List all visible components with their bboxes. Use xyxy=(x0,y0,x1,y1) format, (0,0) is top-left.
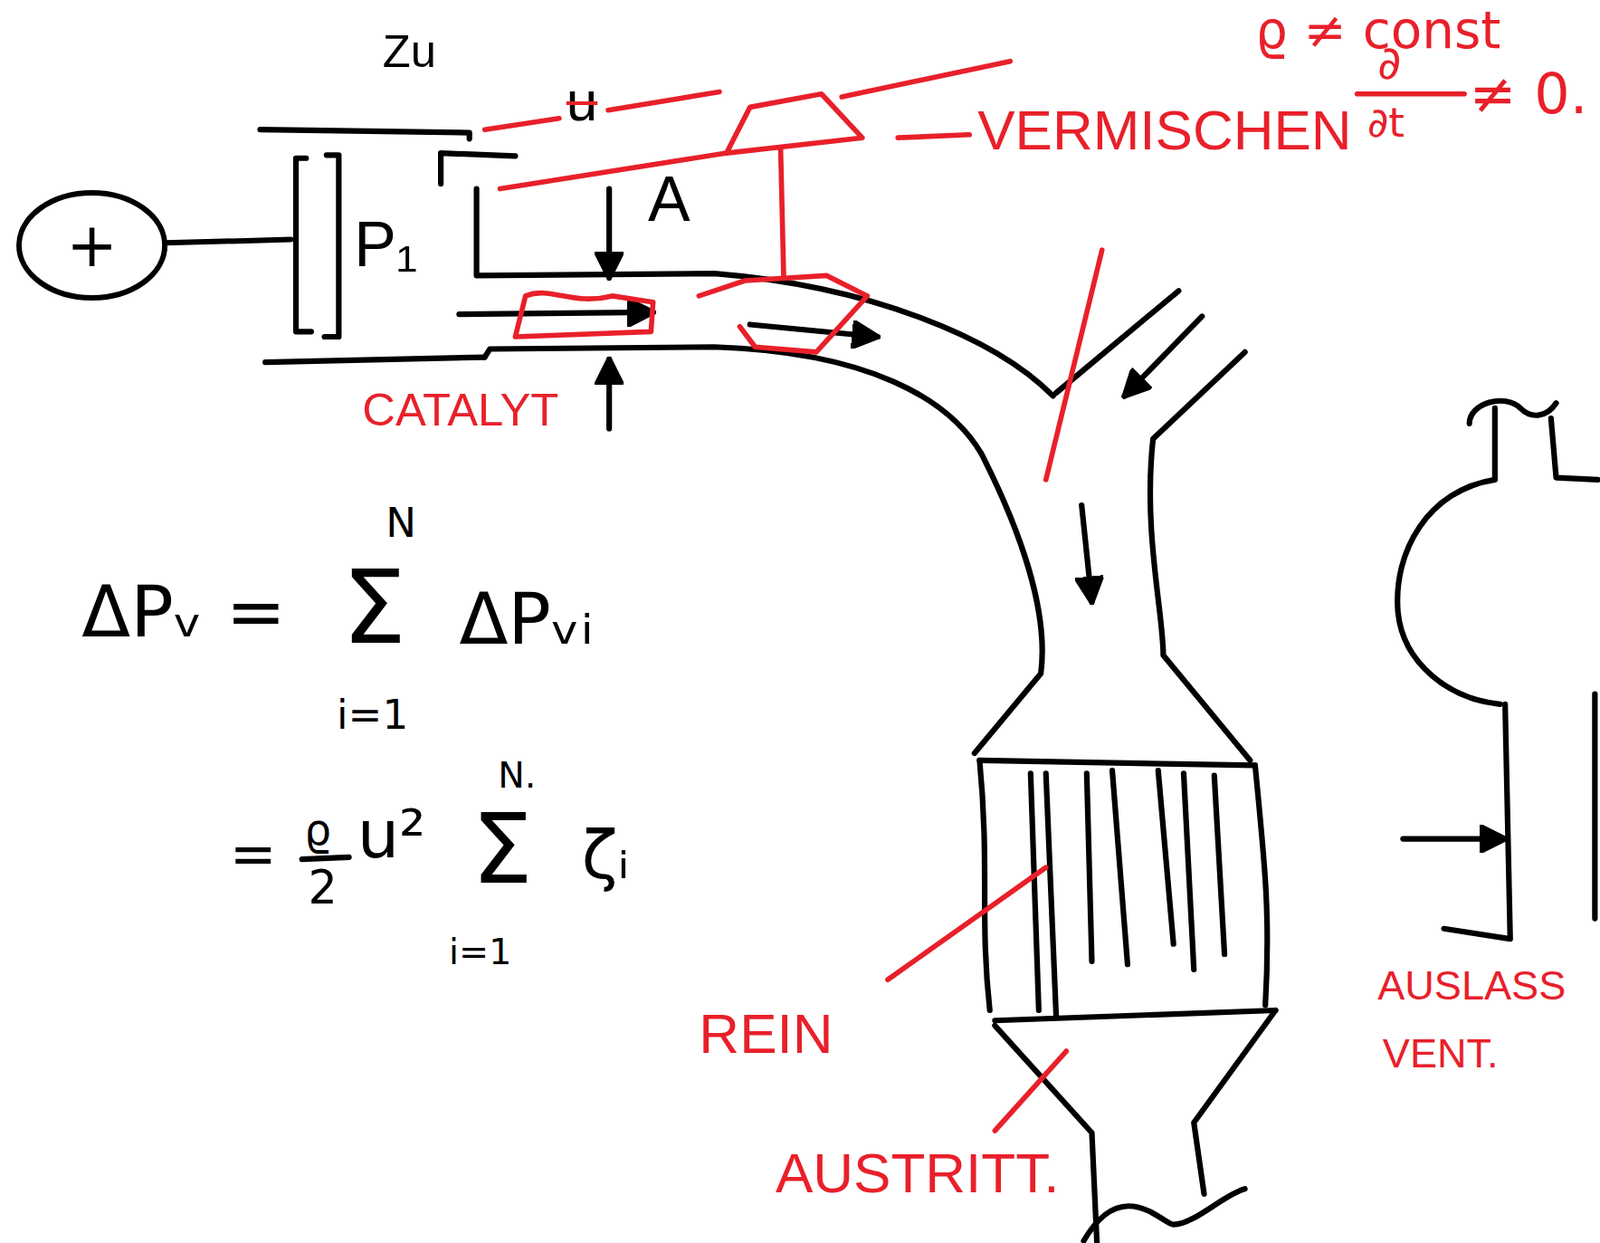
math-term: ΔPᵥ = xyxy=(81,576,286,648)
section-line xyxy=(1046,249,1103,480)
leader-line xyxy=(887,866,1047,980)
math-term: N. xyxy=(497,757,536,793)
math-term: i=1 xyxy=(448,933,512,970)
cylinder-wall xyxy=(260,129,470,139)
exhaust-pipe xyxy=(485,346,1043,753)
flow-arrow xyxy=(1402,836,1505,842)
math-term: N xyxy=(385,502,417,543)
variable-label: Zu xyxy=(382,28,437,76)
part-label: AUSTRITT. xyxy=(775,1144,1059,1201)
catalyst-channel xyxy=(1183,772,1194,969)
area-label: A xyxy=(647,168,691,232)
node-text: P₁ xyxy=(353,213,418,277)
valve-figure xyxy=(1443,694,1595,940)
part-label: CATALYT xyxy=(361,387,559,434)
circle-outline xyxy=(19,192,165,298)
leader-line xyxy=(994,1050,1067,1131)
flow-arrow xyxy=(606,359,612,429)
struck-variable: u xyxy=(566,73,598,130)
math-term: ∂t xyxy=(1367,102,1405,143)
part-label: AUSLASS xyxy=(1377,964,1566,1006)
annotation-line xyxy=(500,61,1011,190)
catalyst-channel xyxy=(1086,772,1093,961)
catalyst-body xyxy=(1255,764,1267,1005)
math-symbol: Σ xyxy=(342,556,407,659)
cylinder-chamber: P₁ xyxy=(290,152,475,337)
piston-symbol xyxy=(324,154,340,337)
fraction-bar xyxy=(1357,91,1465,97)
outlet-cone xyxy=(994,1025,1097,1243)
math-term: 2 xyxy=(308,865,338,912)
node-text: + xyxy=(66,214,118,277)
wire-connector xyxy=(164,239,291,244)
math-term: ≠ 0. xyxy=(1469,66,1589,123)
catalyst-channel xyxy=(1112,770,1128,964)
math-symbol: Σ xyxy=(471,800,534,898)
valve-figure xyxy=(1397,479,1500,705)
mixing-zone xyxy=(698,275,867,353)
math-term: u² xyxy=(357,800,427,867)
math-term: ϱ xyxy=(304,808,332,851)
math-term: = xyxy=(229,826,277,883)
flow-arrow xyxy=(1081,504,1092,602)
catalyst-body xyxy=(979,760,990,1010)
branch-pipe xyxy=(1150,352,1250,761)
catalyst-channel xyxy=(1158,770,1174,944)
catalyst-channel xyxy=(1046,772,1057,1015)
valve-symbol xyxy=(440,152,515,184)
note-label: VERMISCHEN xyxy=(977,102,1352,159)
math-term: ΔPᵥᵢ xyxy=(458,583,594,656)
flow-arrow xyxy=(750,323,878,337)
fraction-bar xyxy=(302,857,350,859)
catalyst-channel xyxy=(1030,772,1039,1010)
branch-pipe xyxy=(1056,290,1179,393)
catalyst-channel xyxy=(1214,775,1225,954)
outlet-pipe xyxy=(1083,1188,1245,1240)
part-label: REIN xyxy=(698,1005,833,1062)
annotation-line xyxy=(485,91,720,130)
math-term: ∂ xyxy=(1377,40,1401,87)
flow-arrow xyxy=(458,312,653,315)
mixing-zone xyxy=(726,94,863,277)
valve-figure xyxy=(1469,400,1557,424)
catalyst-body xyxy=(979,760,1255,766)
part-label: VENT. xyxy=(1382,1032,1499,1074)
math-term: ζᵢ xyxy=(581,821,630,888)
leader-line xyxy=(897,134,970,138)
math-term: i=1 xyxy=(336,694,409,735)
catalyst-zone xyxy=(514,293,653,337)
valve-figure xyxy=(1495,408,1599,480)
terminal-circle: + xyxy=(15,189,169,302)
outlet-cone xyxy=(1193,1009,1276,1194)
flow-arrow xyxy=(606,189,612,278)
cylinder-wall xyxy=(265,357,485,363)
piston-symbol xyxy=(295,158,312,333)
flow-arrow xyxy=(1124,315,1203,396)
exhaust-pipe xyxy=(476,189,1054,397)
